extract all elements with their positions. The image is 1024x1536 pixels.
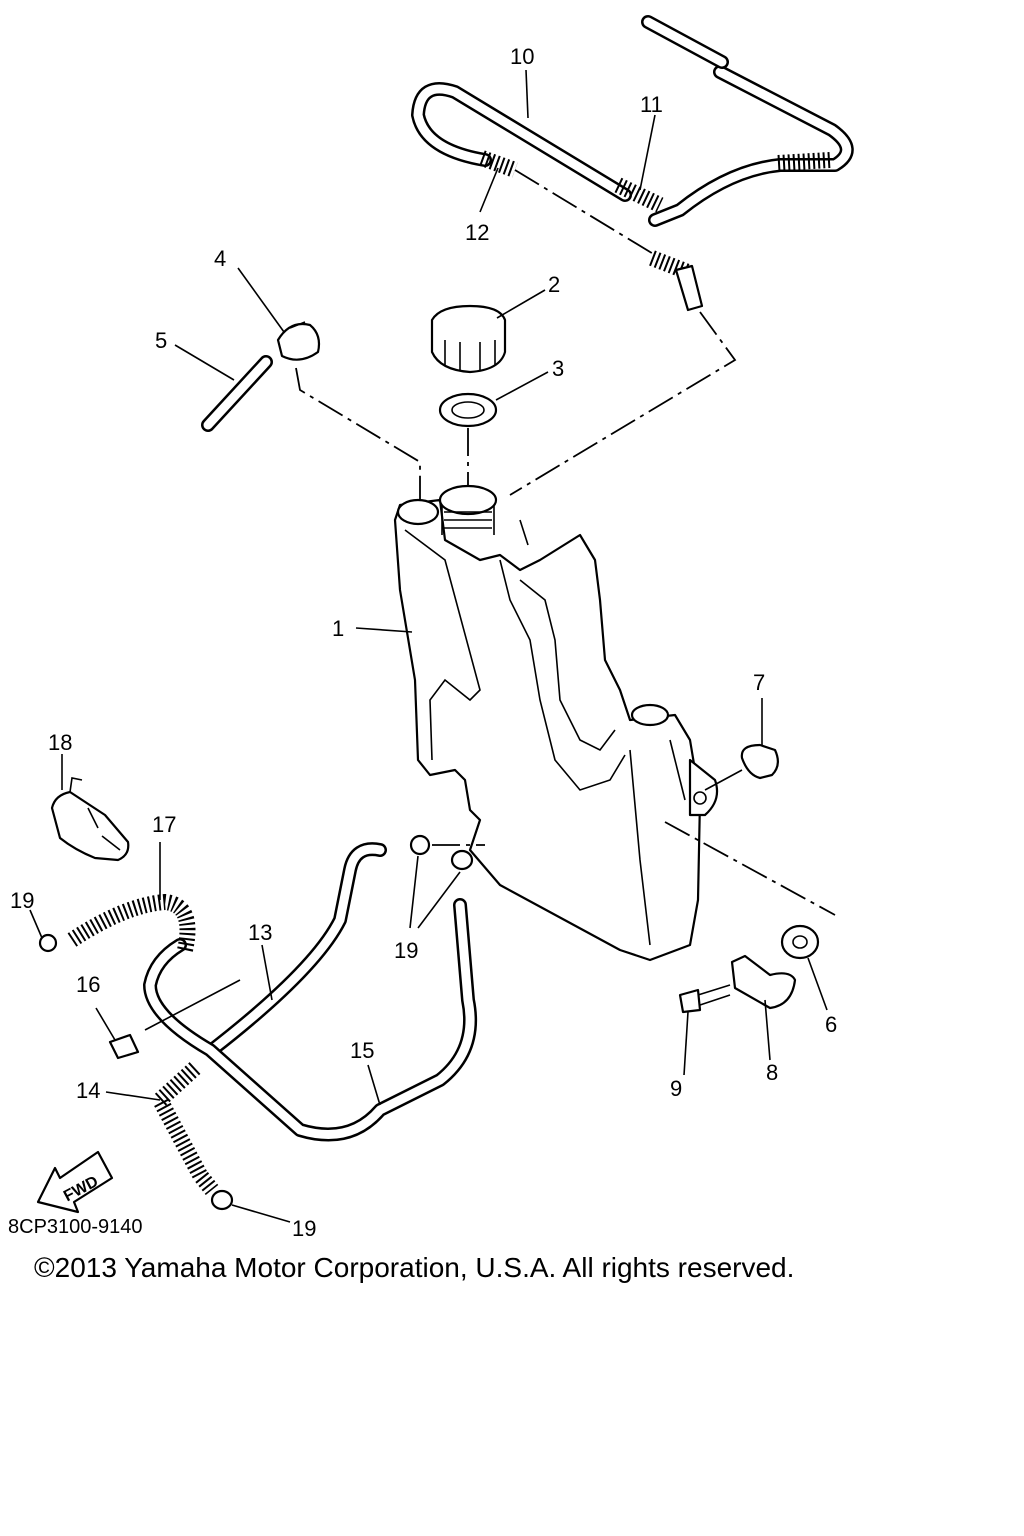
grommet-7 (704, 743, 779, 791)
callout-7: 7 (753, 670, 765, 695)
breather-hose-assembly (411, 15, 854, 496)
callout-17: 17 (152, 812, 176, 837)
copyright-notice: ©2013 Yamaha Motor Corporation, U.S.A. A… (34, 1252, 795, 1283)
callout-11: 11 (640, 92, 663, 117)
callout-18: 18 (48, 730, 72, 755)
vent-hose (201, 355, 273, 432)
leader-lines (29, 69, 828, 1223)
callout-19-c: 19 (292, 1216, 316, 1241)
fwd-arrow: FWD (36, 1150, 114, 1214)
callout-3: 3 (552, 356, 564, 381)
tank-cap (430, 304, 507, 374)
callout-19-a: 19 (10, 888, 34, 913)
bracket-18 (50, 777, 130, 862)
callout-15: 15 (350, 1038, 374, 1063)
callout-19-b: 19 (394, 938, 418, 963)
mount-hardware (664, 821, 836, 1014)
callout-10: 10 (510, 44, 534, 69)
drawing-code: 8CP3100-9140 (8, 1216, 143, 1238)
callout-14: 14 (76, 1078, 100, 1103)
callout-numbers: 10 11 12 2 3 4 5 1 7 18 17 19 13 19 16 1… (10, 44, 837, 1241)
gasket (438, 392, 498, 490)
callout-2: 2 (548, 272, 560, 297)
callout-1: 1 (332, 616, 344, 641)
callout-16: 16 (76, 972, 100, 997)
callout-13: 13 (248, 920, 272, 945)
callout-12: 12 (465, 220, 489, 245)
callout-4: 4 (214, 246, 226, 271)
drain-hoses (67, 842, 478, 1195)
breather-fitting (276, 321, 421, 500)
callout-9: 9 (670, 1076, 682, 1101)
callout-8: 8 (766, 1060, 778, 1085)
hose-clamps (38, 834, 485, 1211)
callout-5: 5 (155, 328, 167, 353)
callout-6: 6 (825, 1012, 837, 1037)
oil-tank (393, 484, 719, 962)
